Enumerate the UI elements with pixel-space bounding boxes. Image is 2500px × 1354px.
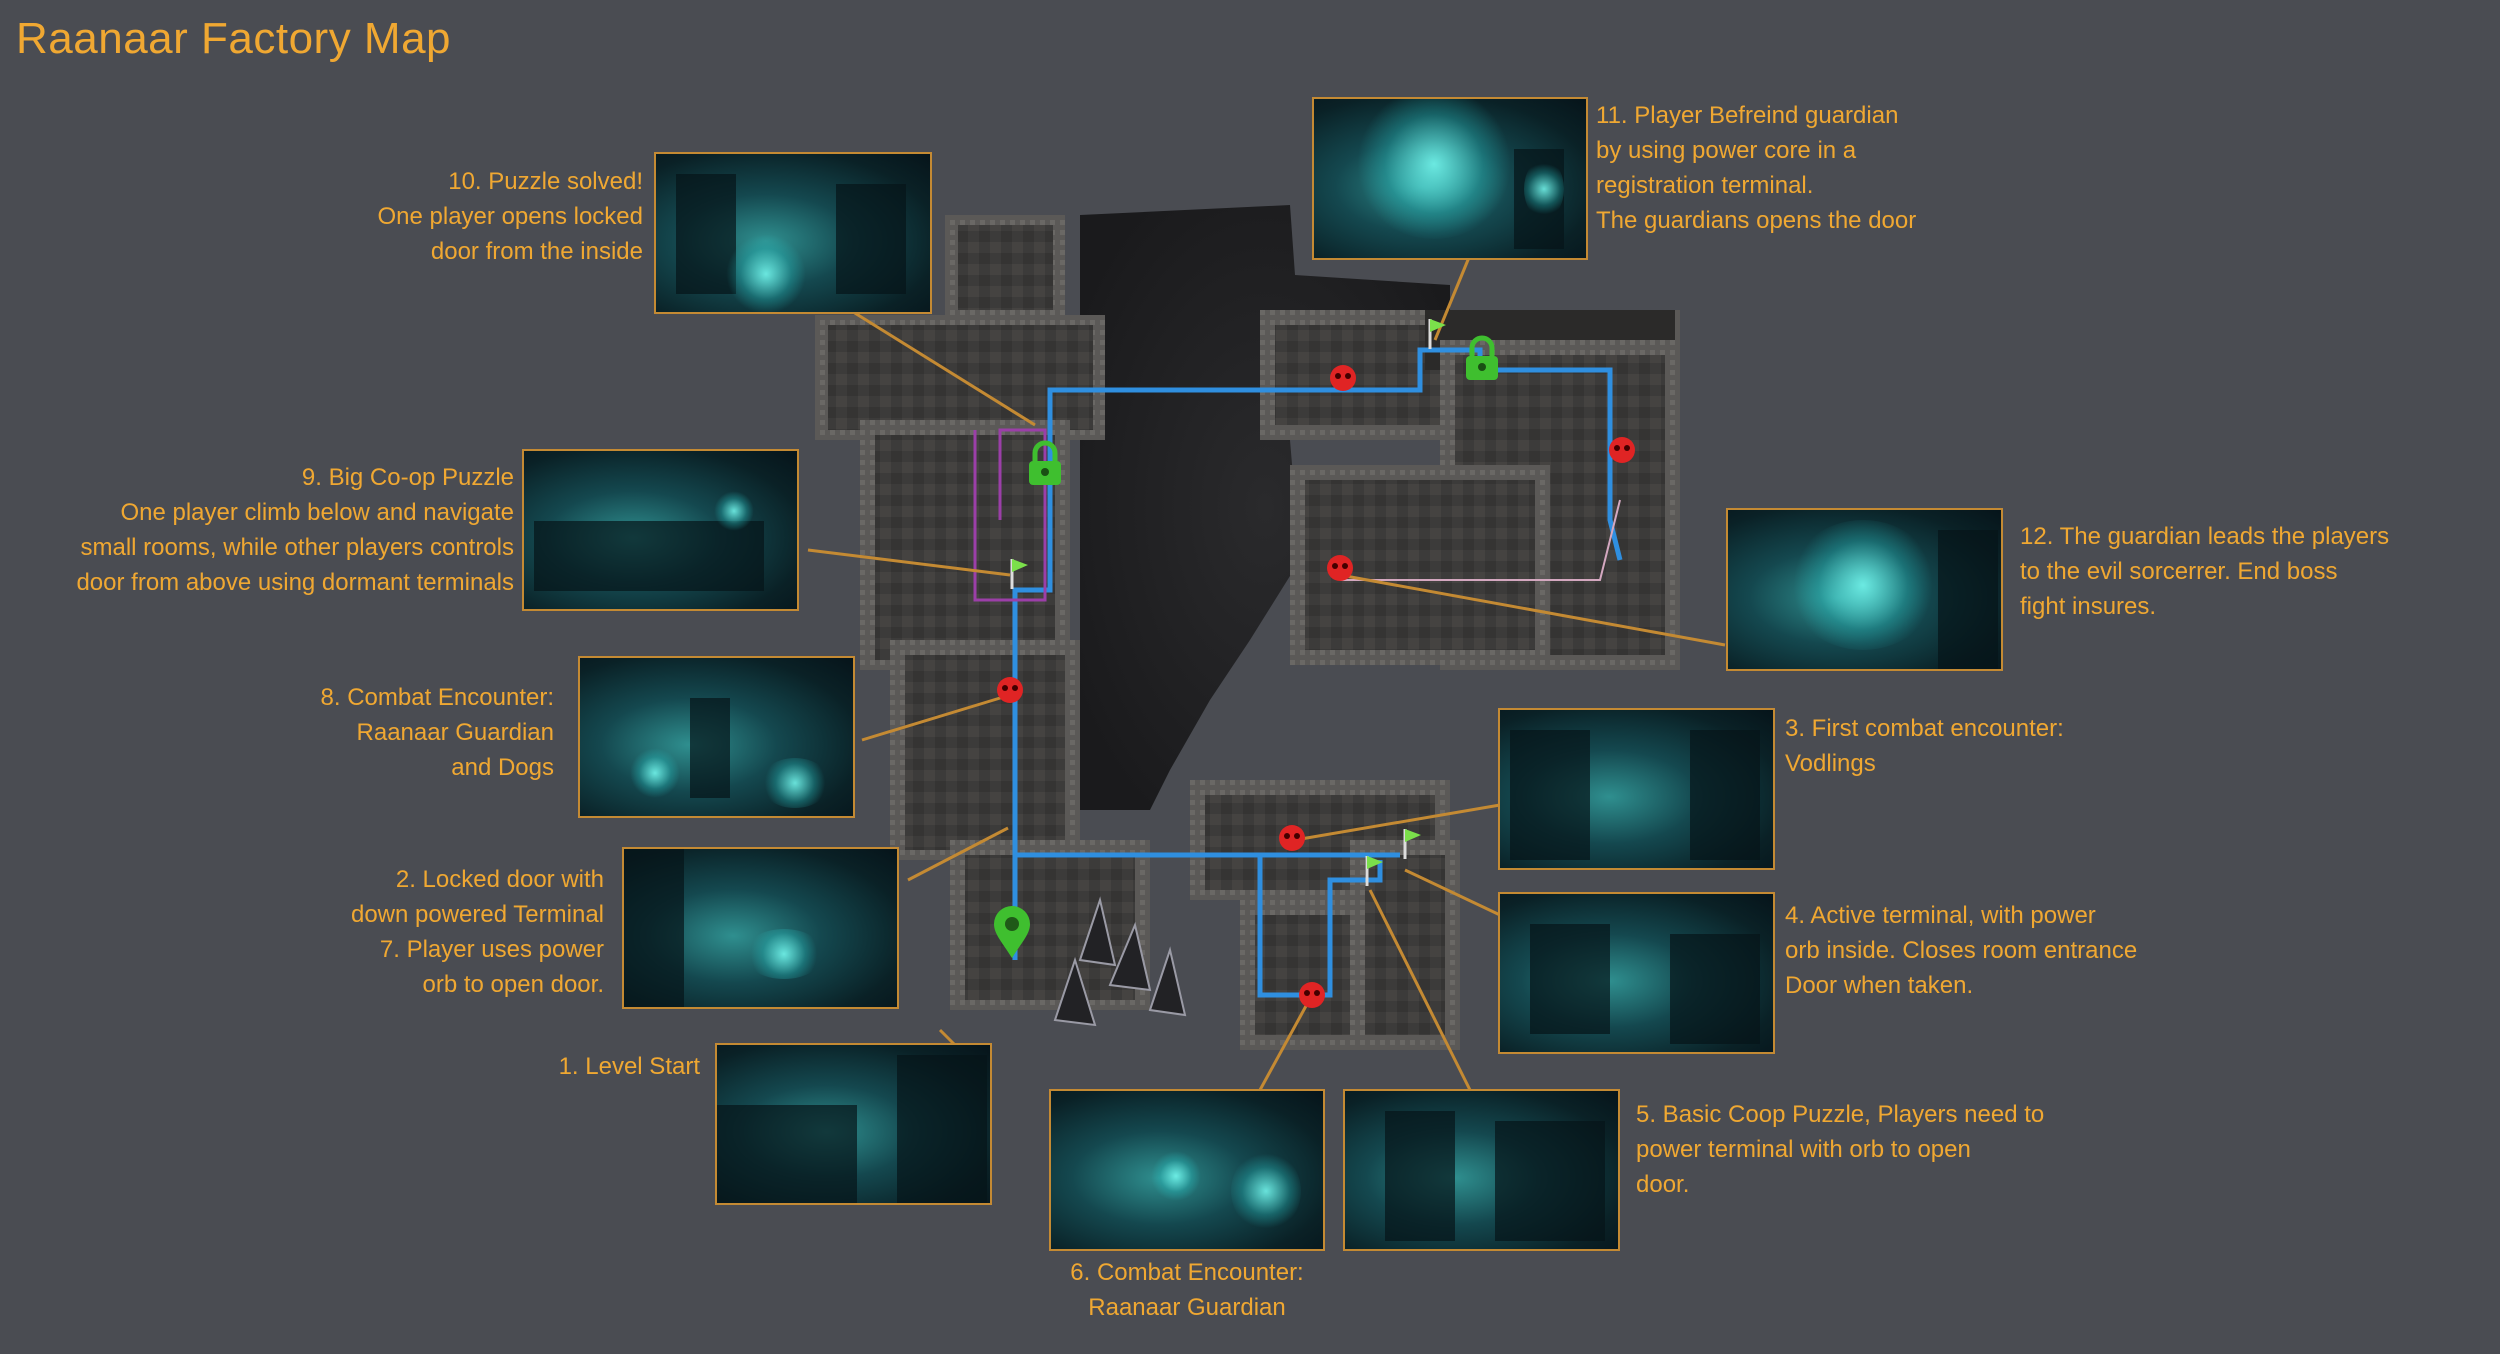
enemy-marker-8: [997, 677, 1023, 703]
enemy-marker-12: [1327, 555, 1353, 581]
screenshot-11: [1312, 97, 1588, 260]
enemy-marker-3: [1279, 825, 1305, 851]
enemy-marker-north: [1330, 365, 1356, 391]
screenshot-1: [715, 1043, 992, 1205]
caption-8: 8. Combat Encounter: Raanaar Guardian an…: [320, 684, 554, 781]
enemy-marker-6: [1299, 982, 1325, 1008]
map-title: Raanaar Factory Map: [16, 14, 452, 63]
crystal-cluster: [1053, 896, 1187, 1027]
location-pin-icon-start: [994, 906, 1030, 958]
screenshot-5: [1343, 1089, 1620, 1251]
player-path: [1012, 347, 1623, 960]
caption-3: 3. First combat encounter: Vodlings: [1785, 715, 2064, 777]
screenshot-2: [622, 847, 899, 1009]
caption-12: 12. The guardian leads the players to th…: [2020, 523, 2390, 620]
flag-icon-4: [1403, 829, 1421, 859]
caption-1: 1. Level Start: [558, 1053, 700, 1080]
enemy-marker-east: [1609, 437, 1635, 463]
flag-icon-11: [1428, 319, 1446, 349]
caption-4: 4. Active terminal, with power orb insid…: [1785, 902, 2138, 999]
caption-11: 11. Player Befreind guardian by using po…: [1596, 102, 1917, 234]
screenshot-10: [654, 152, 932, 314]
caption-6: 6. Combat Encounter: Raanaar Guardian: [1070, 1259, 1304, 1321]
screenshot-6: [1049, 1089, 1325, 1251]
screenshot-3: [1498, 708, 1775, 870]
screenshot-9: [522, 449, 799, 611]
padlock-icon-10: [1029, 440, 1061, 485]
caption-5: 5. Basic Coop Puzzle, Players need to po…: [1636, 1101, 2045, 1198]
caption-2: 2. Locked door with down powered Termina…: [350, 866, 604, 998]
screenshot-4: [1498, 892, 1775, 1054]
flag-icon-5: [1365, 856, 1383, 886]
leader-lines: [807, 254, 1726, 1091]
caption-9: 9. Big Co-op Puzzle One player climb bel…: [76, 464, 514, 596]
screenshot-8: [578, 656, 855, 818]
screenshot-12: [1726, 508, 2003, 671]
flag-icon-9: [1010, 559, 1028, 589]
boss-path: [1340, 499, 1621, 581]
padlock-icon-11: [1466, 335, 1498, 380]
caption-10: 10. Puzzle solved! One player opens lock…: [377, 168, 644, 265]
